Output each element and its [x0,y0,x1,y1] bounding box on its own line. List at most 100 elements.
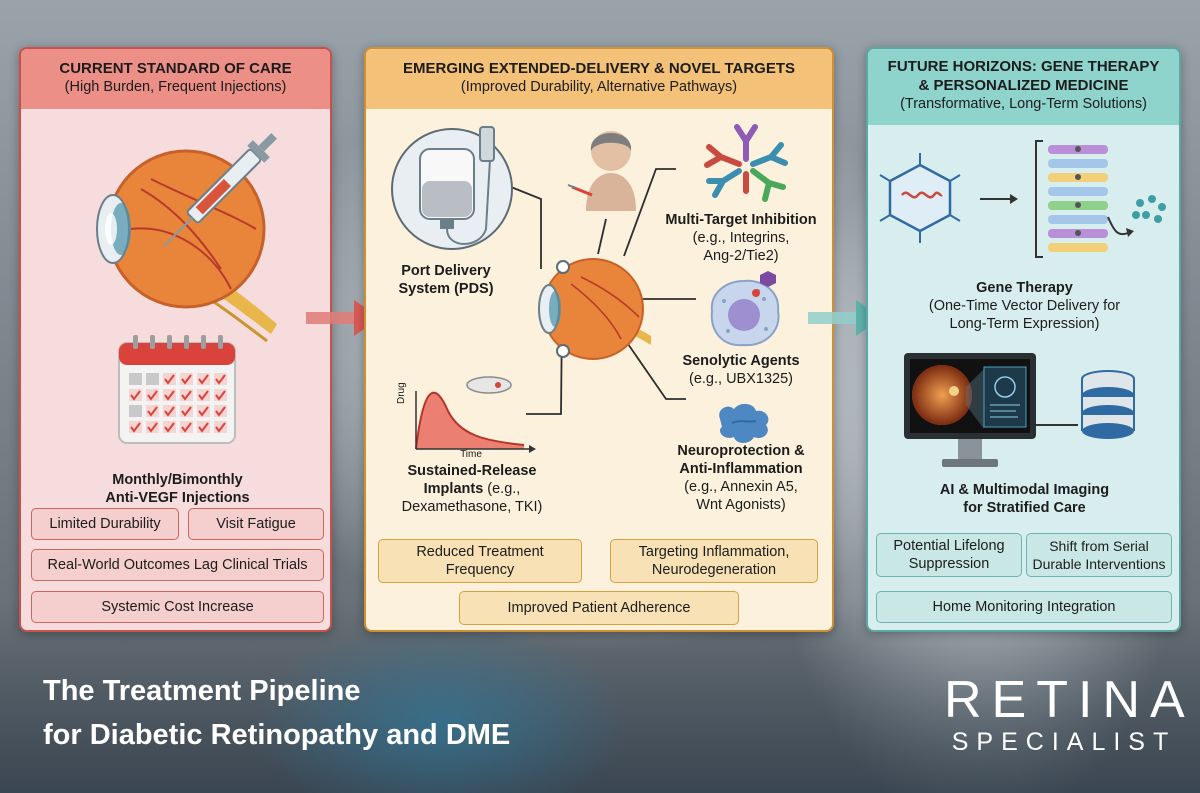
sr-title-2: Implants [423,481,484,497]
panel-subtitle: (Transformative, Long-Term Solutions) [900,96,1147,112]
gene-therapy-sub-2: Long-Term Expression) [949,316,1100,332]
calendar-day [146,405,159,417]
neuro-sub-1: (e.g., Annexin A5, [684,479,798,495]
check-icon [164,422,175,433]
calendar-day [214,389,227,401]
neuro-title-2: Anti-Inflammation [679,461,803,477]
calendar-day [197,373,210,385]
footer-title-line-1: The Treatment Pipeline [43,675,361,707]
check-icon [147,390,158,401]
calendar-day [146,389,159,401]
check-icon [215,406,226,417]
multi-target-sub-2: Ang-2/Tie2) [703,248,779,264]
injection-label-line-2: Anti-VEGF Injections [105,490,250,506]
multi-target-sub-1: (e.g., Integrins, [692,230,790,246]
neuro-title-1: Neuroprotection & [677,443,805,459]
calendar-day [180,389,193,401]
patient-icon [567,131,636,211]
check-icon [164,406,175,417]
gene-therapy-label: Gene Therapy (One-Time Vector Delivery f… [868,279,1179,333]
ai-imaging-label: AI & Multimodal Imaging for Stratified C… [868,481,1179,517]
logo-retina: RETINA [944,671,1195,729]
panel-header: CURRENT STANDARD OF CARE (High Burden, F… [21,49,330,109]
panel-subtitle: (High Burden, Frequent Injections) [64,79,287,95]
pds-label: Port Delivery System (PDS) [376,262,516,298]
check-icon [181,406,192,417]
panel-title: CURRENT STANDARD OF CARE [59,60,292,77]
calendar-day [163,389,176,401]
calendar-day [197,389,210,401]
check-icon [198,422,209,433]
neuron-icon [719,403,769,443]
pds-subtitle: System (PDS) [398,281,494,297]
calendar-day [163,373,176,385]
calendar-day [146,373,159,385]
sustained-release-label: Sustained-Release Implants (e.g., Dexame… [372,462,572,516]
calendar-day [214,373,227,385]
calendar-day [129,389,142,401]
calendar-day [129,373,142,385]
calendar-day [197,405,210,417]
check-icon [164,390,175,401]
pill-visit-fatigue: Visit Fatigue [188,508,324,540]
injection-label: Monthly/Bimonthly Anti-VEGF Injections [21,471,330,507]
check-icon [198,406,209,417]
calendar-day [129,421,142,433]
panel-current-standard: CURRENT STANDARD OF CARE (High Burden, F… [19,47,332,632]
check-icon [130,422,141,433]
panel-header: FUTURE HORIZONS: GENE THERAPY & PERSONAL… [868,49,1179,125]
pds-title: Port Delivery [401,263,491,279]
gene-therapy-title: Gene Therapy [976,280,1073,296]
ai-imaging-monitor-icon [904,353,1135,467]
check-icon [147,406,158,417]
calendar-day [214,405,227,417]
check-icon [215,390,226,401]
release-curve-graph [415,376,536,453]
eye-icon [538,258,651,360]
eye-injection-icon [96,133,277,343]
panel-title-line-2: & PERSONALIZED MEDICINE [918,77,1129,94]
calendar-day [163,405,176,417]
ai-imaging-title-2: for Stratified Care [963,500,1086,516]
calendar-icon [118,335,236,444]
panel-subtitle: (Improved Durability, Alternative Pathwa… [460,79,738,95]
multi-target-label: Multi-Target Inhibition (e.g., Integrins… [656,211,826,265]
logo-specialist: SPECIALIST [951,728,1177,756]
calendar-day [129,405,142,417]
pill-shift-durable: Shift from Serial Durable Interventions [1026,533,1172,577]
pill-reduced-frequency: Reduced Treatment Frequency [378,539,582,583]
background-coat [250,620,630,793]
panel-header: EMERGING EXTENDED-DELIVERY & NOVEL TARGE… [366,49,832,109]
sr-title-1: Sustained-Release [407,463,537,479]
check-icon [215,422,226,433]
sr-sub-1: (e.g., [483,481,521,497]
check-icon [215,374,226,385]
pill-limited-durability: Limited Durability [31,508,179,540]
check-icon [181,390,192,401]
graph-y-label: Drug [396,382,407,404]
check-icon [147,422,158,433]
senolytic-title: Senolytic Agents [682,353,800,369]
senolytic-label: Senolytic Agents (e.g., UBX1325) [666,352,816,388]
gene-therapy-icon [879,140,1166,258]
check-icon [198,390,209,401]
panel-emerging: EMERGING EXTENDED-DELIVERY & NOVEL TARGE… [364,47,834,632]
check-icon [164,374,175,385]
neuro-label: Neuroprotection & Anti-Inflammation (e.g… [656,442,826,514]
ai-imaging-title-1: AI & Multimodal Imaging [939,482,1110,498]
panel-title: EMERGING EXTENDED-DELIVERY & NOVEL TARGE… [403,60,795,77]
calendar-day [146,421,159,433]
pill-real-world-outcomes: Real-World Outcomes Lag Clinical Trials [31,549,324,581]
antibodies-icon [704,124,788,202]
pill-systemic-cost: Systemic Cost Increase [31,591,324,623]
check-icon [181,374,192,385]
neuro-sub-2: Wnt Agonists) [696,497,786,513]
injection-label-line-1: Monthly/Bimonthly [112,472,243,488]
pill-home-monitoring: Home Monitoring Integration [876,591,1172,623]
check-icon [198,374,209,385]
multi-target-title: Multi-Target Inhibition [665,212,817,228]
senescent-cell-icon [710,271,780,347]
calendar-day [197,421,210,433]
calendar-day [180,405,193,417]
pill-lifelong-suppression: Potential Lifelong Suppression [876,533,1022,577]
